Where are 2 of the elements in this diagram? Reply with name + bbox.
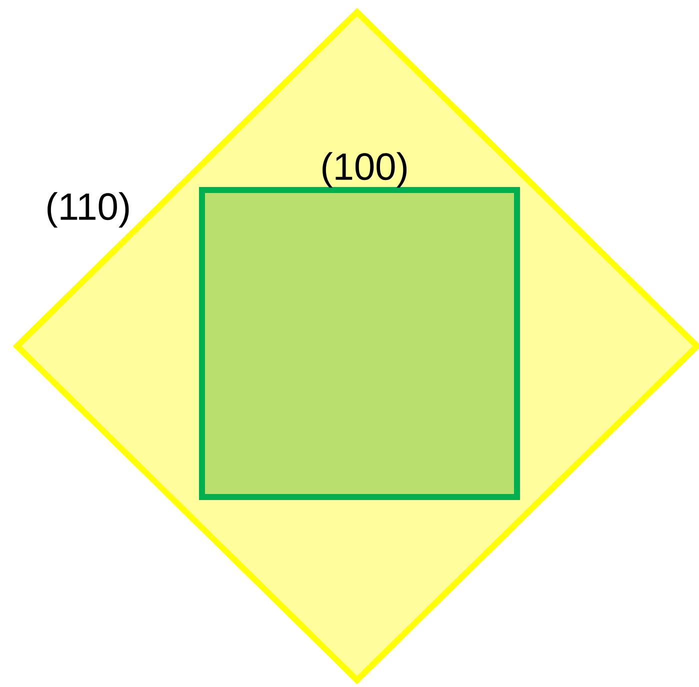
node-label: (100) [322, 152, 407, 188]
square-box: (100) [199, 152, 520, 500]
